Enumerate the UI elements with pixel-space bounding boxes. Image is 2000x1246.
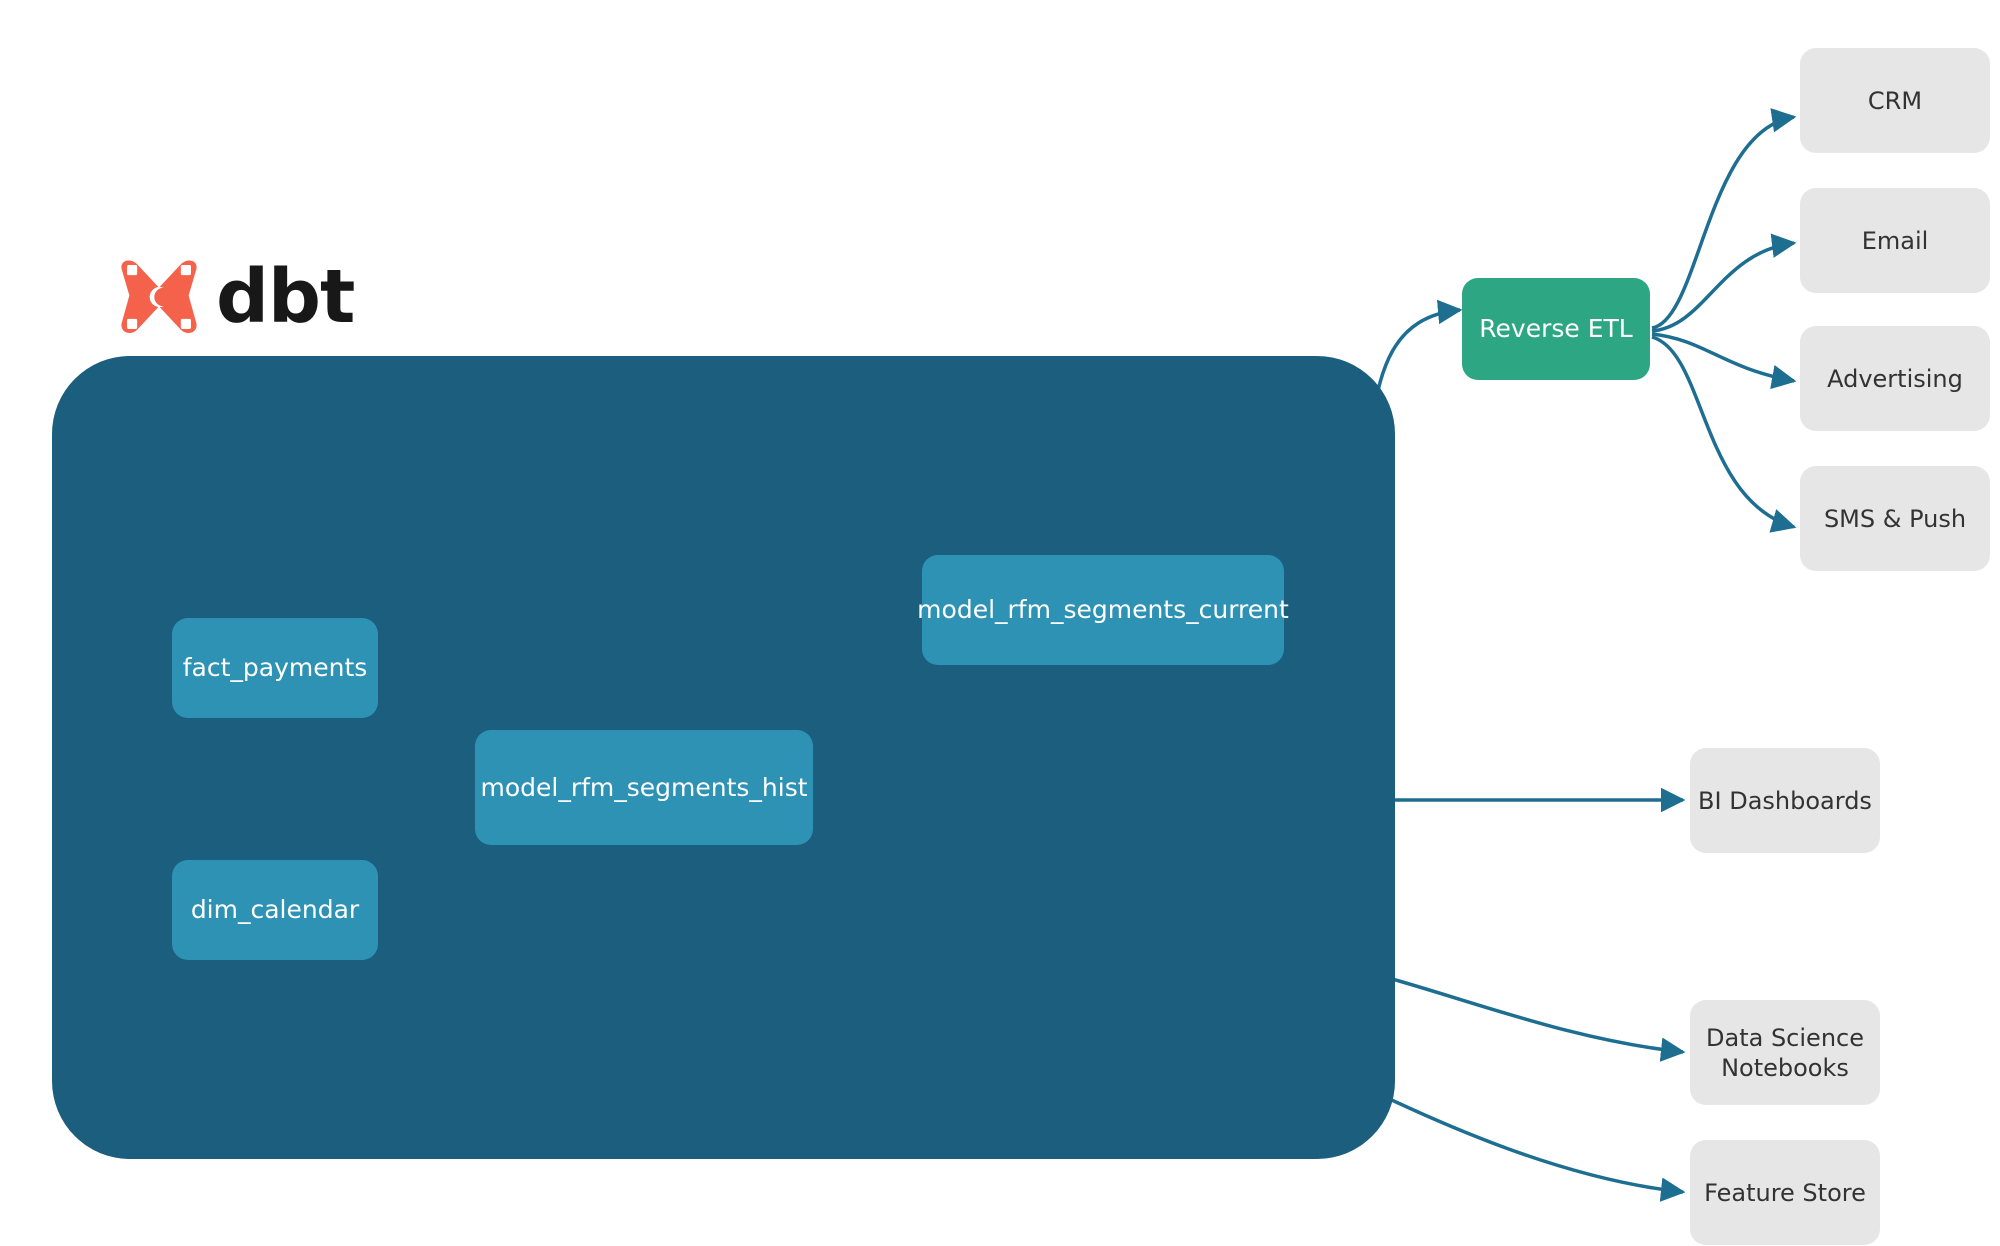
node-email[interactable]: Email bbox=[1800, 188, 1990, 293]
node-label: model_rfm_segments_current bbox=[917, 595, 1289, 625]
node-label: SMS & Push bbox=[1823, 504, 1967, 533]
node-label: Email bbox=[1861, 226, 1929, 255]
node-label-line2: Notebooks bbox=[1721, 1053, 1849, 1082]
node-model-rfm-segments-current[interactable]: model_rfm_segments_current bbox=[917, 555, 1289, 665]
dbt-wordmark: dbt bbox=[216, 254, 355, 340]
node-advertising[interactable]: Advertising bbox=[1800, 326, 1990, 431]
node-feature-store[interactable]: Feature Store bbox=[1690, 1140, 1880, 1245]
node-label: dim_calendar bbox=[190, 895, 360, 925]
edge-reverse-etl-to-crm bbox=[1651, 108, 1797, 330]
node-model-rfm-segments-hist[interactable]: model_rfm_segments_hist bbox=[475, 730, 813, 845]
node-data-science-notebooks[interactable]: Data Science Notebooks bbox=[1690, 1000, 1880, 1105]
edge-reverse-etl-to-sms-push bbox=[1651, 335, 1797, 533]
node-label: BI Dashboards bbox=[1698, 786, 1872, 815]
node-fact-payments[interactable]: fact_payments bbox=[172, 618, 378, 718]
node-crm[interactable]: CRM bbox=[1800, 48, 1990, 153]
node-label: Feature Store bbox=[1704, 1178, 1866, 1207]
node-sms-push[interactable]: SMS & Push bbox=[1800, 466, 1990, 571]
node-label: fact_payments bbox=[182, 653, 368, 683]
node-label: CRM bbox=[1867, 86, 1923, 115]
node-reverse-etl[interactable]: Reverse ETL bbox=[1462, 278, 1650, 380]
edge-to-data-science-notebooks bbox=[1377, 973, 1686, 1062]
node-label: model_rfm_segments_hist bbox=[480, 772, 808, 802]
node-label: Advertising bbox=[1827, 364, 1963, 393]
edge-reverse-etl-to-email bbox=[1651, 233, 1797, 333]
node-dim-calendar[interactable]: dim_calendar bbox=[172, 860, 378, 960]
node-label-multiline: Data Science Notebooks bbox=[1706, 1023, 1864, 1083]
dbt-logo-icon bbox=[121, 260, 197, 334]
node-label-line1: Data Science bbox=[1706, 1023, 1864, 1052]
dbt-brand: dbt bbox=[120, 254, 355, 340]
node-bi-dashboards[interactable]: BI Dashboards bbox=[1690, 748, 1880, 853]
node-label: Reverse ETL bbox=[1479, 314, 1633, 344]
edge-reverse-etl-to-advertising bbox=[1651, 332, 1797, 390]
